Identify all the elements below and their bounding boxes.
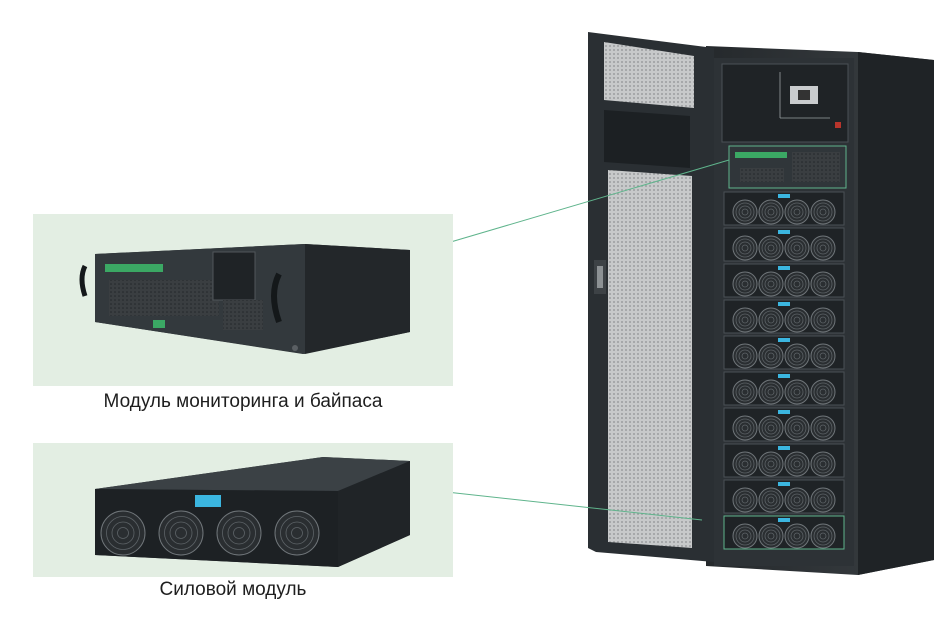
fan-icon <box>732 199 758 225</box>
fan-icon <box>784 199 810 225</box>
fan-icon <box>758 235 784 261</box>
fan-icon <box>784 271 810 297</box>
fan-icon <box>784 523 810 549</box>
fan-icon <box>732 343 758 369</box>
fan-icon <box>274 510 320 556</box>
cabinet-top-panel <box>721 63 849 143</box>
fan-icon <box>784 487 810 513</box>
fan-icon <box>732 415 758 441</box>
fan-icon <box>732 235 758 261</box>
fan-icon <box>784 307 810 333</box>
fan-icon <box>758 307 784 333</box>
fan-icon <box>810 235 836 261</box>
fan-icon <box>100 510 146 556</box>
fan-icon <box>158 510 204 556</box>
fan-icon <box>758 271 784 297</box>
leader-line-monitoring <box>409 159 730 255</box>
fan-icon <box>758 523 784 549</box>
power-module-image <box>95 457 410 567</box>
monitoring-module-panel <box>33 214 453 386</box>
fan-icon <box>732 271 758 297</box>
fan-icon <box>810 271 836 297</box>
fan-icon <box>810 487 836 513</box>
fan-icon <box>784 343 810 369</box>
fan-icon <box>758 343 784 369</box>
fan-icon <box>732 307 758 333</box>
fan-icon <box>732 379 758 405</box>
fan-icon <box>758 487 784 513</box>
leader-line-power <box>409 487 703 521</box>
cabinet-door <box>588 32 714 562</box>
cabinet-power-module-stack <box>723 191 845 550</box>
cabinet-monitoring-module <box>728 145 847 189</box>
handle-left <box>79 264 88 297</box>
fan-icon <box>758 199 784 225</box>
fan-icon <box>758 379 784 405</box>
fan-icon <box>758 451 784 477</box>
power-module-fans <box>100 510 320 556</box>
terminal-block <box>105 264 163 272</box>
fan-icon <box>810 307 836 333</box>
module-display <box>195 495 221 507</box>
fan-icon <box>810 451 836 477</box>
fan-icon <box>810 199 836 225</box>
fan-icon <box>784 451 810 477</box>
fan-icon <box>784 379 810 405</box>
fan-icon <box>784 415 810 441</box>
power-module-caption: Силовой модуль <box>159 579 307 600</box>
fan-icon <box>810 415 836 441</box>
fan-icon <box>810 379 836 405</box>
fan-icon <box>758 415 784 441</box>
fan-icon <box>784 235 810 261</box>
power-module-panel <box>33 443 453 577</box>
fan-icon <box>732 451 758 477</box>
monitoring-module-image <box>79 244 410 354</box>
monitoring-module-caption: Модуль мониторинга и байпаса <box>103 391 383 412</box>
fan-icon <box>732 487 758 513</box>
fan-icon <box>216 510 262 556</box>
handle-right <box>271 272 282 324</box>
fan-icon <box>732 523 758 549</box>
fan-icon <box>810 343 836 369</box>
fan-icon <box>810 523 836 549</box>
